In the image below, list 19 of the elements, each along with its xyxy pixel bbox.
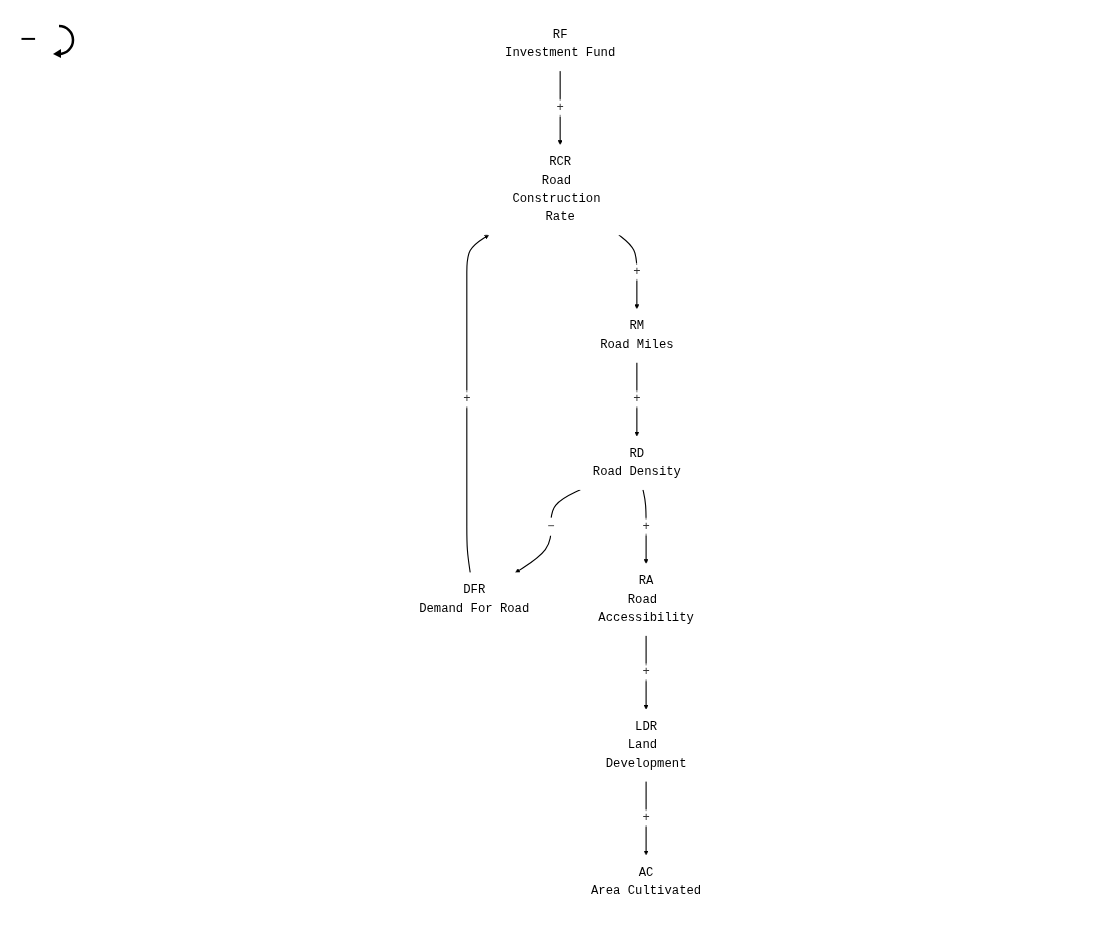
node-text: RA Road Accessibility bbox=[597, 574, 694, 625]
edge-label: + bbox=[641, 519, 650, 534]
edge-label: + bbox=[556, 100, 564, 115]
edge-label: − bbox=[546, 519, 555, 534]
arrow bbox=[514, 489, 581, 574]
edge-label: + bbox=[462, 392, 471, 407]
node-text: RCR Road Construction Rate bbox=[511, 155, 601, 225]
node-text: DFR Demand For Road bbox=[418, 583, 529, 616]
edge-label: + bbox=[632, 392, 641, 407]
node-text: RF Investment Fund bbox=[504, 28, 615, 61]
node-text: AC Area Cultivated bbox=[590, 865, 701, 898]
edge-label: + bbox=[641, 665, 650, 680]
loop-polarity-sign: − bbox=[20, 24, 37, 56]
node-text: RM Road Miles bbox=[599, 319, 674, 352]
edge-label: + bbox=[632, 264, 641, 279]
node-text: LDR Land Development bbox=[605, 719, 687, 771]
edge-label: + bbox=[641, 811, 650, 826]
arrow bbox=[465, 234, 489, 574]
node-text: RD Road Density bbox=[592, 446, 681, 480]
